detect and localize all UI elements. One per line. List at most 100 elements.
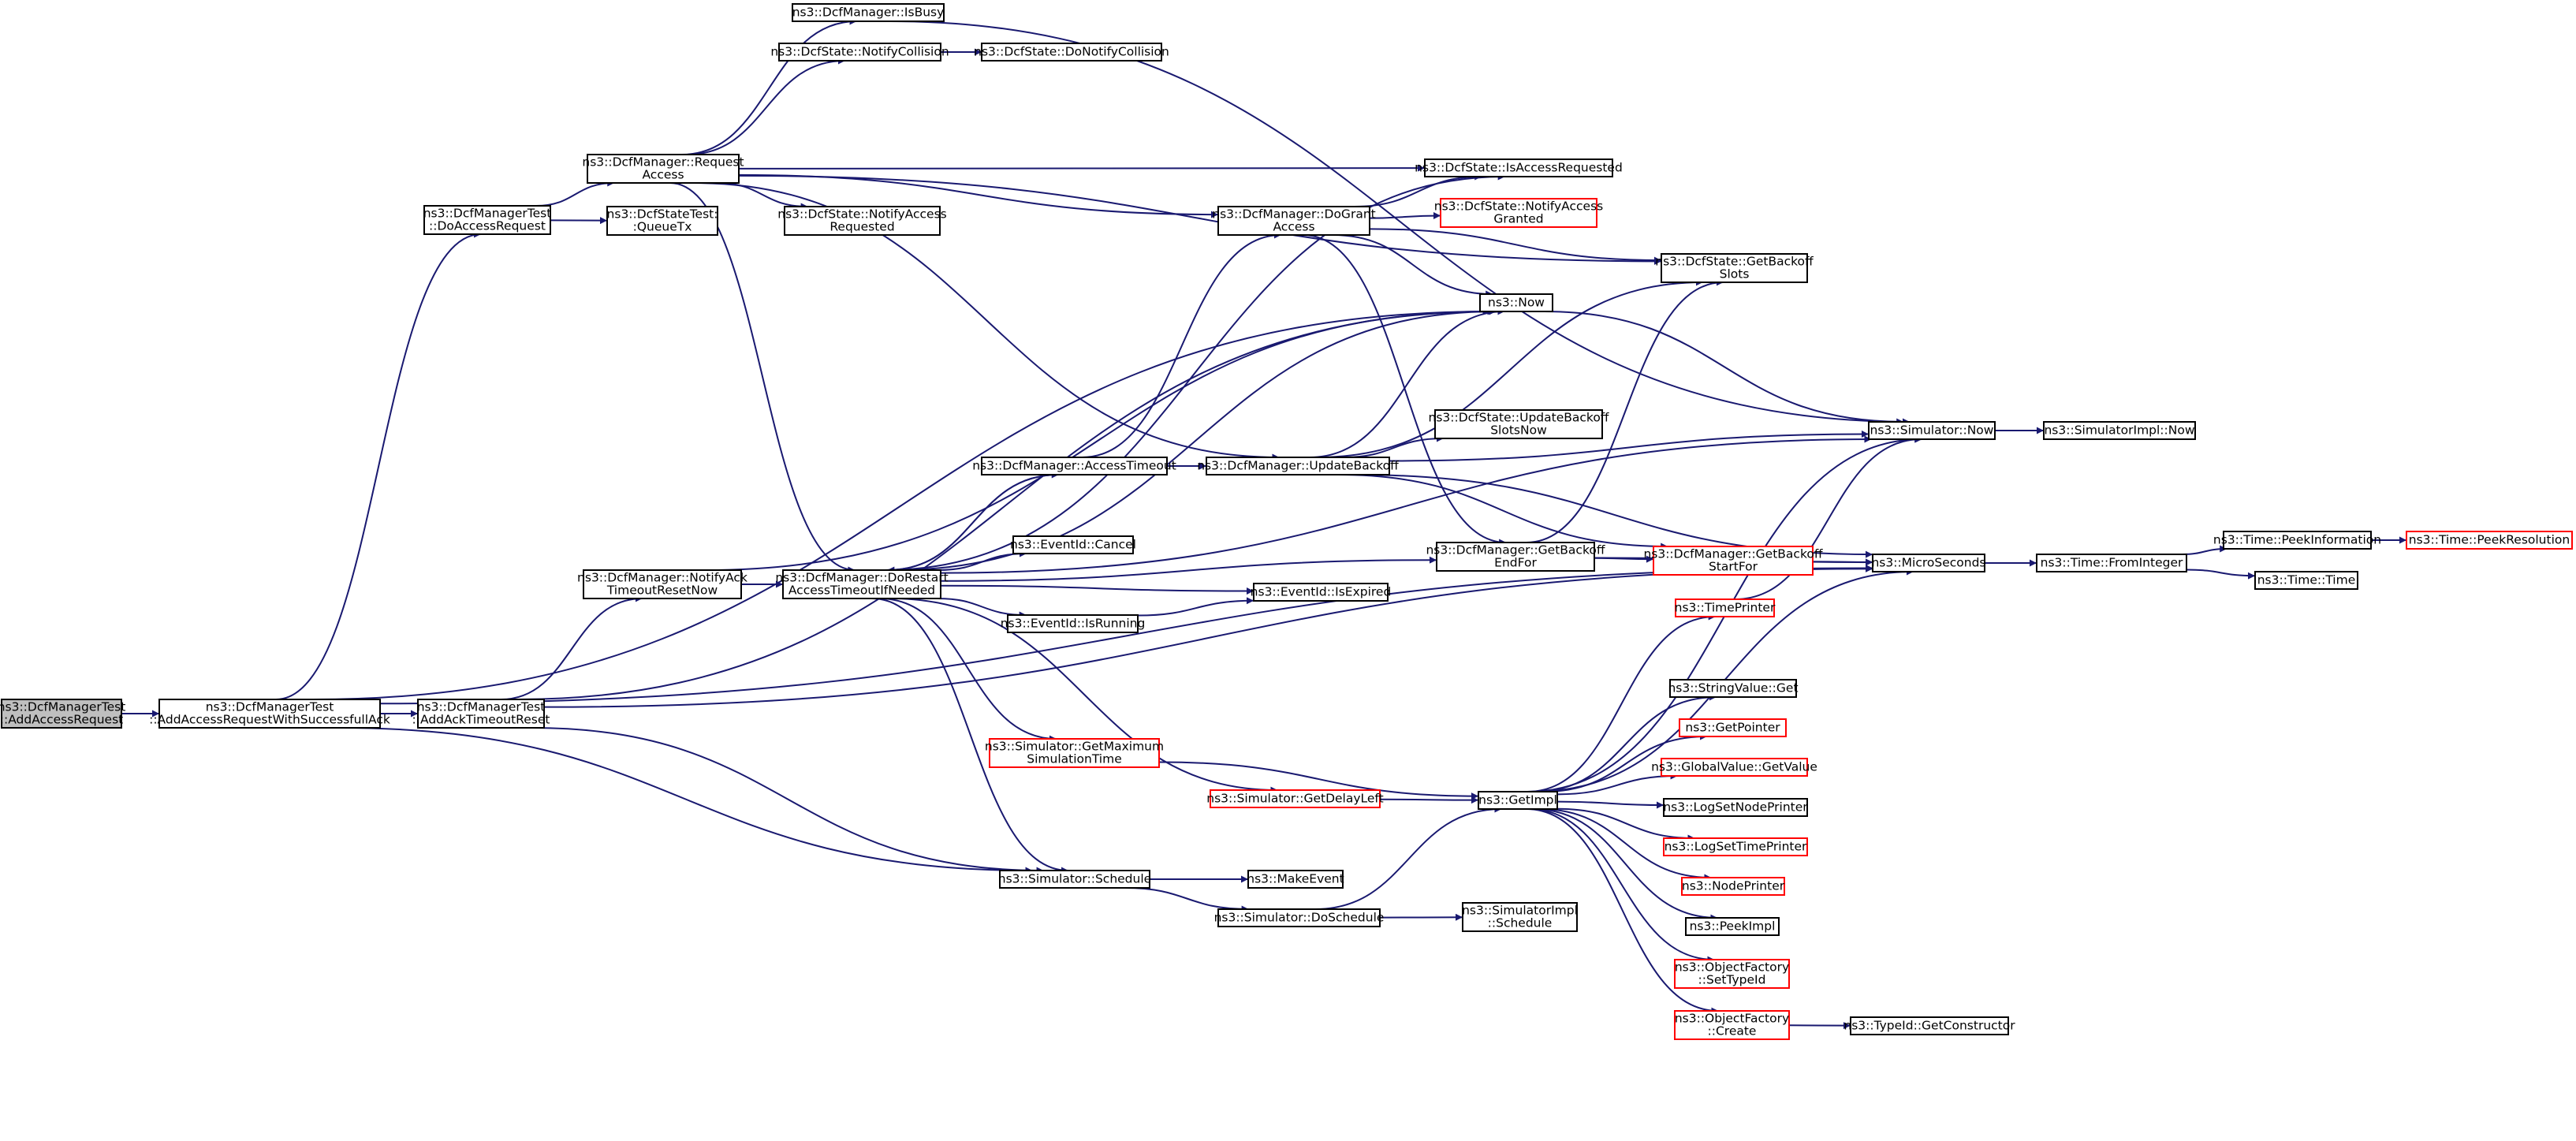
node-get-pointer[interactable]: ns3::GetPointer (1679, 718, 1787, 737)
edge-doRestartAccessTimeout-to-eventIdCancel (938, 550, 1027, 571)
node-peek-impl[interactable]: ns3::PeekImpl (1685, 917, 1780, 936)
node-label: ns3::MicroSeconds (1871, 556, 1985, 570)
edge-getBackoffStartFor-to-microSeconds (1812, 558, 1873, 566)
call-edge (1317, 278, 1703, 458)
call-edge (1735, 435, 1922, 600)
node-box (1661, 758, 1808, 777)
node-box (1206, 457, 1390, 475)
node-box (1012, 535, 1134, 554)
node-peek-resolution[interactable]: ns3::Time::PeekResolution (2406, 531, 2573, 550)
node-time-time[interactable]: ns3::Time::Time (2254, 571, 2358, 590)
call-edge (543, 565, 1873, 708)
node-sim-impl-schedule[interactable]: ns3::SimulatorImpl::Schedule (1462, 902, 1578, 932)
node-access-timeout[interactable]: ns3::DcfManager::AccessTimeout (972, 457, 1176, 475)
node-add-ack-timeout-reset[interactable]: ns3::DcfManagerTest::AddAckTimeoutReset (412, 699, 550, 729)
node-string-value-get[interactable]: ns3::StringValue::Get (1668, 679, 1799, 698)
edge-accessTimeout-to-doRestartAccessTimeout (887, 474, 1059, 574)
node-label: Requested (829, 220, 894, 234)
node-label: ns3::DcfManager::Request (582, 155, 744, 170)
node-label: ns3::DcfManager::GetBackoff (1643, 547, 1822, 561)
node-box (1681, 877, 1785, 896)
node-box (2223, 531, 2372, 550)
edge-addAccReqSucc-to-microSeconds (379, 564, 1873, 705)
node-object-factory-set-type-id[interactable]: ns3::ObjectFactory::SetTypeId (1674, 959, 1790, 989)
node-from-integer[interactable]: ns3::Time::FromInteger (2036, 554, 2187, 572)
edge-addAccReqSucc-to-ns3Now (312, 308, 1490, 700)
node-label: Granted (1493, 212, 1543, 226)
node-sim-do-schedule[interactable]: ns3::Simulator::DoSchedule (1214, 908, 1385, 927)
node-is-access-requested[interactable]: ns3::DcfState::IsAccessRequested (1415, 158, 1623, 177)
node-box (1663, 837, 1808, 856)
call-edge (938, 598, 1027, 619)
node-sim-schedule[interactable]: ns3::Simulator::Schedule (998, 870, 1151, 889)
node-add-acc-req-succ[interactable]: ns3::DcfManagerTest::AddAccessRequestWit… (149, 699, 390, 729)
node-get-impl[interactable]: ns3::GetImpl (1478, 791, 1558, 810)
node-label: ::AddAccessRequestWithSuccessfullAck (149, 713, 390, 727)
call-edge (1526, 278, 1724, 543)
node-box (606, 206, 718, 236)
node-do-notify-collision[interactable]: ns3::DcfState::DoNotifyCollision (974, 43, 1169, 62)
edge-addAckTimeoutReset-to-microSeconds (543, 565, 1873, 708)
node-label: Slots (1720, 267, 1750, 282)
node-update-backoff[interactable]: ns3::DcfManager::UpdateBackoff (1197, 457, 1399, 475)
node-simulator-now[interactable]: ns3::Simulator::Now (1868, 421, 1996, 440)
node-do-restart-access-timeout[interactable]: ns3::DcfManager::DoRestartAccessTimeoutI… (775, 569, 949, 599)
node-label: SlotsNow (1490, 423, 1547, 438)
node-object-factory-create[interactable]: ns3::ObjectFactory::Create (1674, 1010, 1790, 1040)
node-log-set-time-printer[interactable]: ns3::LogSetTimePrinter (1663, 837, 1808, 856)
node-root[interactable]: ns3::DcfManagerTest::AddAccessRequest (0, 699, 125, 729)
edge-addAckTimeoutReset-to-simSchedule (531, 727, 1044, 874)
node-log-set-node-printer[interactable]: ns3::LogSetNodePrinter (1663, 798, 1808, 817)
node-micro-seconds[interactable]: ns3::MicroSeconds (1871, 554, 1986, 572)
node-label: SimulationTime (1027, 752, 1122, 766)
node-ns3-now[interactable]: ns3::Now (1479, 293, 1553, 312)
node-label: ns3::Time::FromInteger (2041, 556, 2183, 570)
node-box (1479, 293, 1553, 312)
call-edge (890, 598, 1278, 794)
node-queue-tx[interactable]: ns3::DcfStateTest::QueueTx (606, 206, 718, 236)
node-box (1478, 791, 1558, 810)
node-notify-collision[interactable]: ns3::DcfState::NotifyCollision (770, 43, 949, 62)
node-is-busy[interactable]: ns3::DcfManager::IsBusy (792, 3, 945, 22)
node-time-printer[interactable]: ns3::TimePrinter (1675, 598, 1776, 617)
call-edge (693, 182, 1280, 461)
node-sim-impl-now[interactable]: ns3::SimulatorImpl::Now (2043, 421, 2196, 440)
edge-addAckTimeoutReset-to-ns3Now (516, 308, 1495, 700)
node-label: ns3::Time::Time (2257, 573, 2356, 587)
edge-doRestartAccessTimeout-to-getBackoffEndFor (940, 556, 1437, 582)
node-label: StartFor (1709, 560, 1758, 574)
node-label: ns3::DcfManager::NotifyAck (577, 571, 747, 585)
node-label: ::AddAccessRequest (0, 713, 123, 727)
edge-isBusy-to-simulatorNow (889, 21, 1911, 426)
node-type-id-get-constructor[interactable]: ns3::TypeId::GetConstructor (1843, 1016, 2015, 1035)
node-make-event[interactable]: ns3::MakeEvent (1247, 870, 1344, 889)
node-do-access-request[interactable]: ns3::DcfManagerTest::DoAccessRequest (423, 205, 552, 235)
node-node-printer[interactable]: ns3::NodePrinter (1681, 877, 1785, 896)
call-edge (879, 598, 1057, 743)
call-edge (2182, 545, 2227, 555)
call-edge (738, 174, 1662, 265)
call-edge (889, 21, 1911, 426)
node-label: ::AddAckTimeoutReset (412, 713, 550, 727)
node-label: Access (1273, 220, 1314, 234)
node-peek-information[interactable]: ns3::Time::PeekInformation (2213, 531, 2381, 550)
call-edge (1532, 808, 1718, 922)
node-label: ns3::DcfState::NotifyAccess (777, 207, 946, 222)
node-global-value-get-value[interactable]: ns3::GlobalValue::GetValue (1651, 758, 1817, 777)
node-event-id-is-expired[interactable]: ns3::EventId::IsExpired (1251, 583, 1392, 602)
node-label: ns3::LogSetNodePrinter (1663, 800, 1808, 815)
node-box (1007, 614, 1139, 633)
node-notify-ack-timeout-reset-now[interactable]: ns3::DcfManager::NotifyAckTimeoutResetNo… (577, 569, 747, 599)
node-event-id-is-running[interactable]: ns3::EventId::IsRunning (1001, 614, 1146, 633)
node-event-id-cancel[interactable]: ns3::EventId::Cancel (1010, 535, 1136, 554)
node-get-delay-left[interactable]: ns3::Simulator::GetDelayLeft (1206, 789, 1384, 808)
